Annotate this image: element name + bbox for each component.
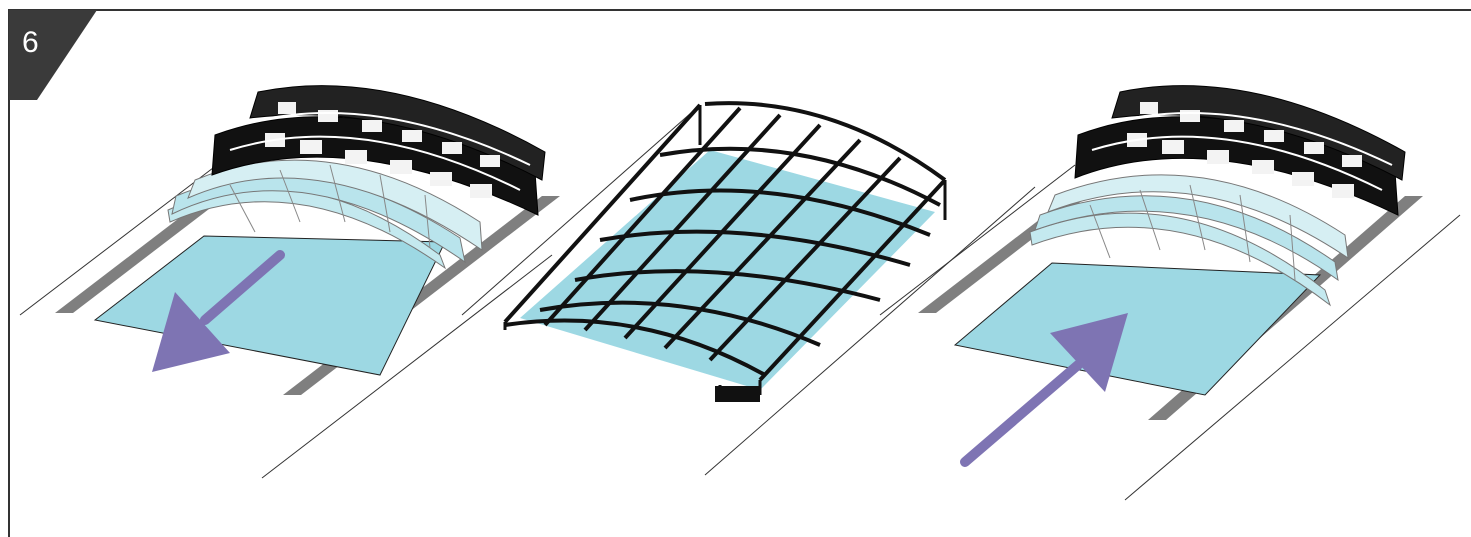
pool-water (95, 236, 445, 375)
step-number: 6 (22, 26, 39, 59)
panel-cover-opening (20, 86, 560, 478)
panel-cover-closed (462, 103, 1035, 475)
enclosure-foot (715, 386, 760, 402)
pool-water (955, 263, 1320, 395)
step-badge: 6 (9, 10, 97, 100)
panel-cover-closing (880, 86, 1460, 500)
